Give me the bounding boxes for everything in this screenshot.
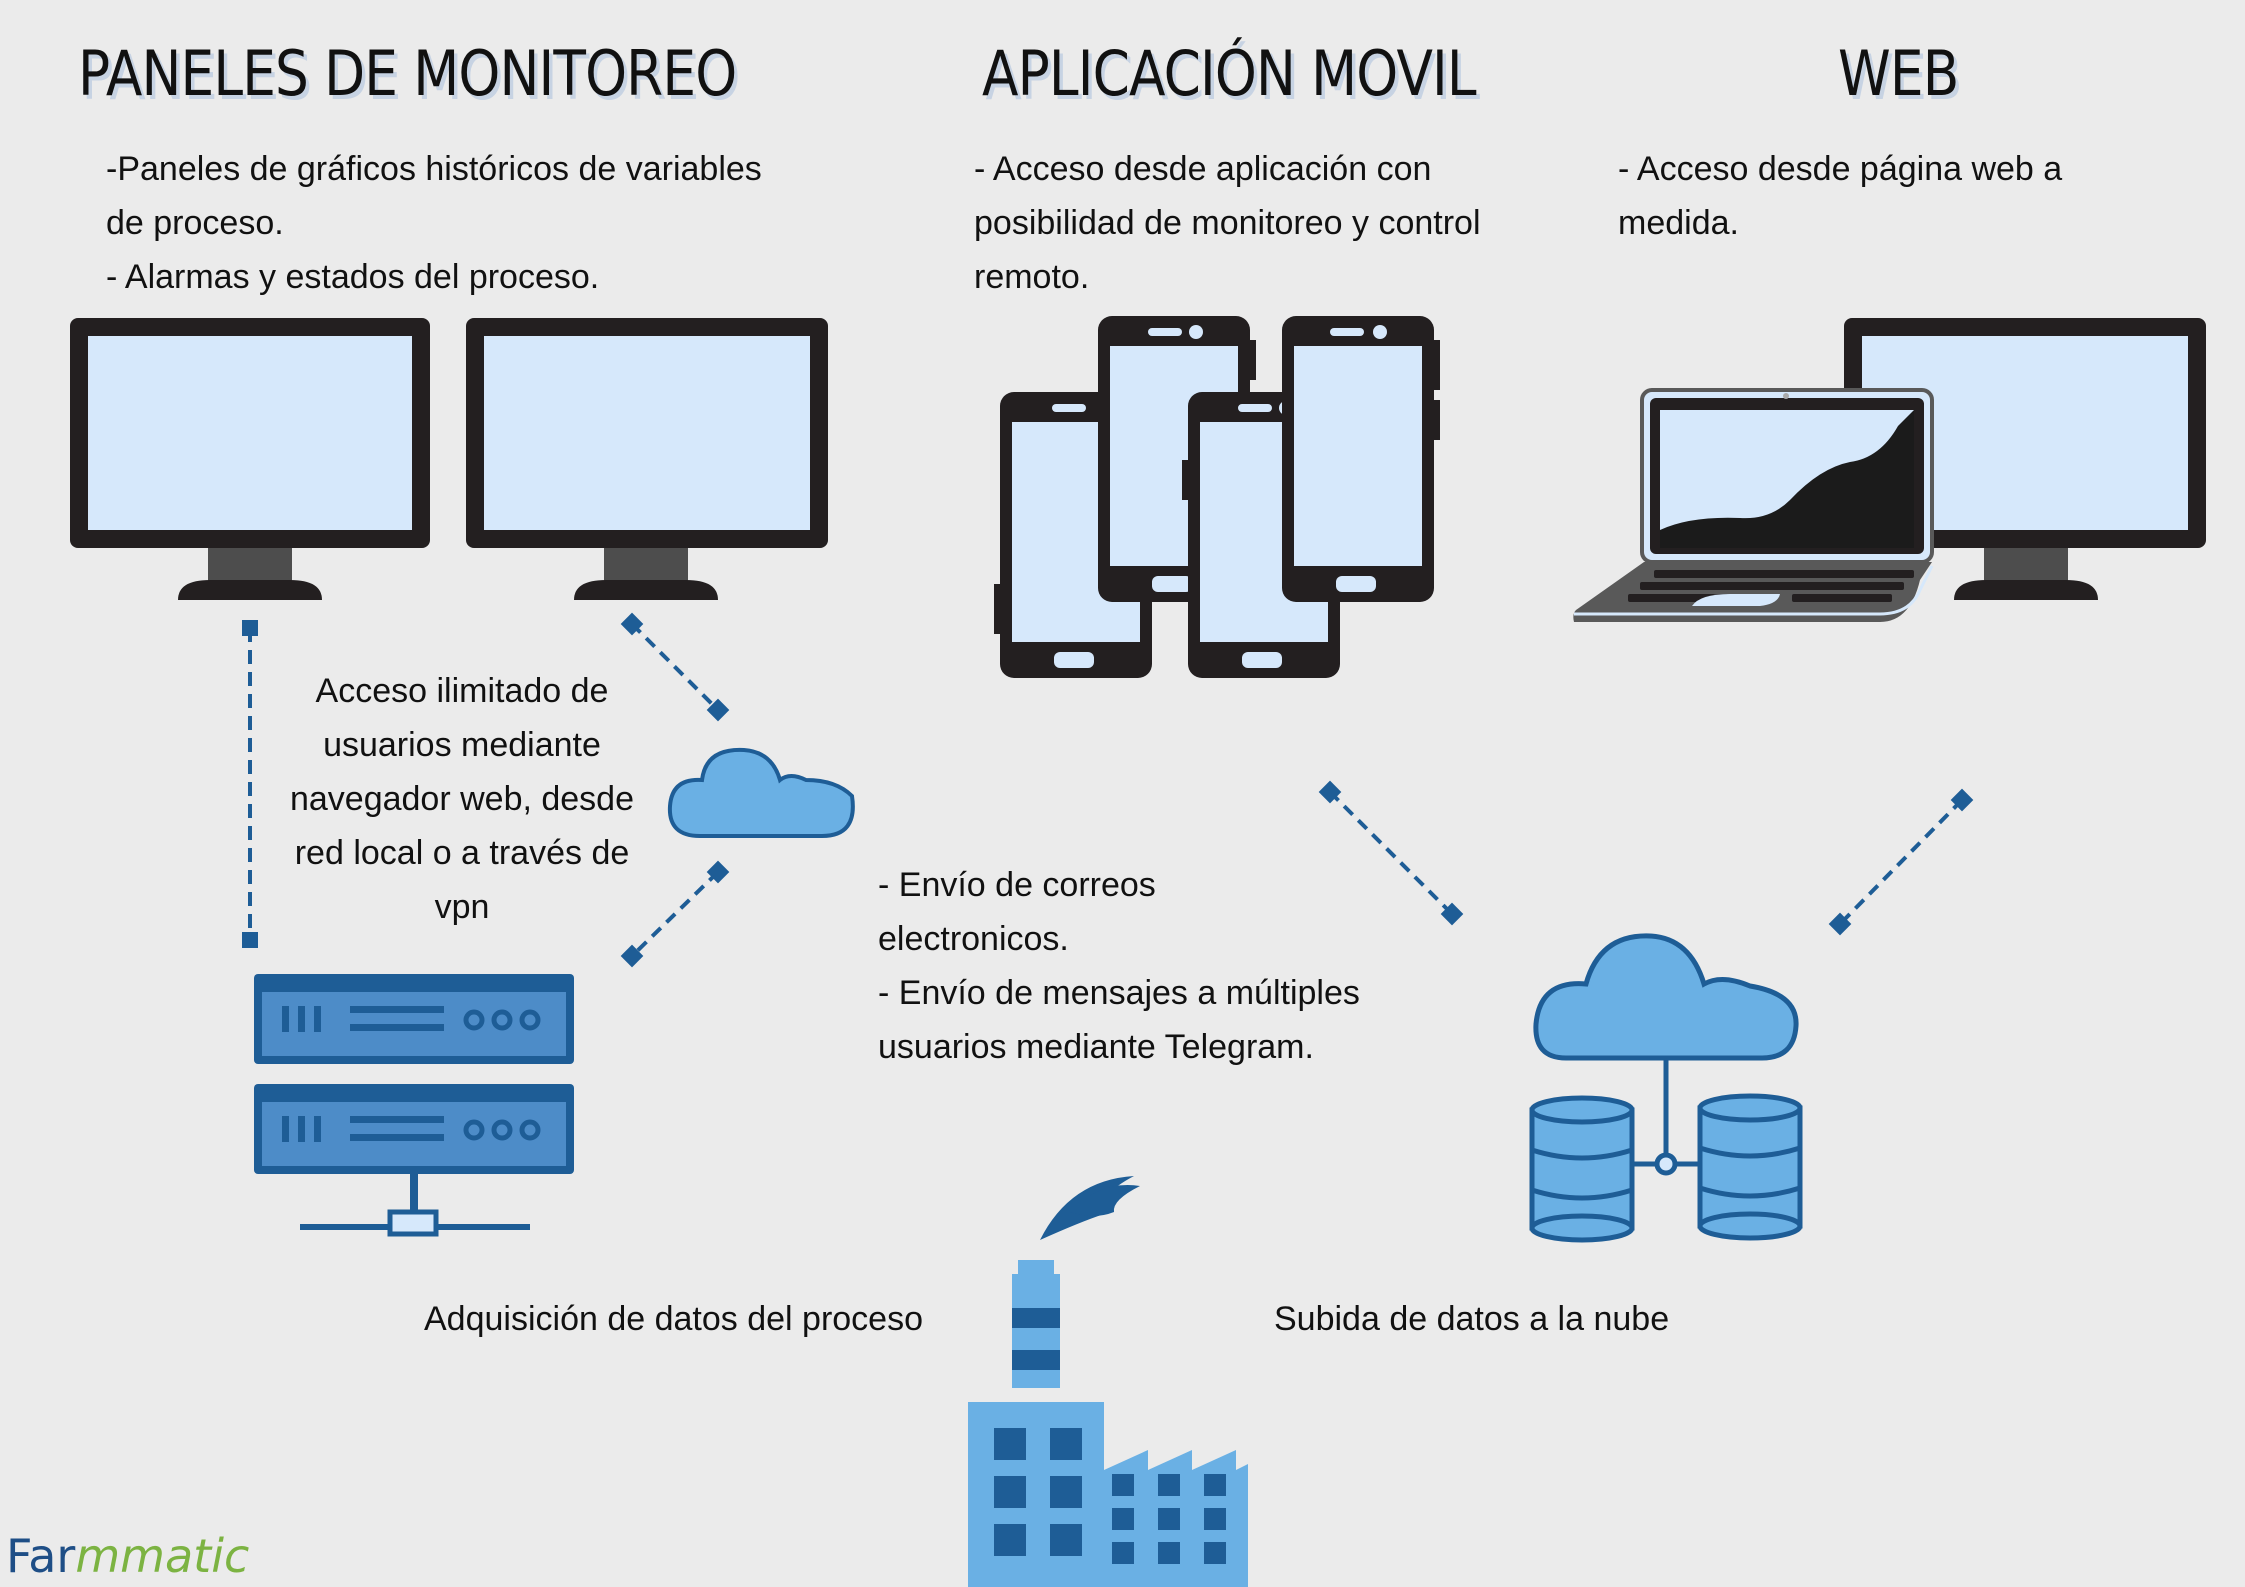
farmmatic-logo: Farmmatic [6, 1528, 249, 1584]
cloud-upload-label: Subida de datos a la nube [1274, 1300, 1670, 1338]
monitor-icon [70, 318, 430, 600]
web-description: - Acceso desde página web a medida. [1618, 150, 2063, 242]
logo-part-1: Far [6, 1529, 76, 1583]
cloud-icon [667, 747, 855, 838]
heading-web: WEB [1838, 37, 1959, 110]
database-icon [1529, 1095, 1635, 1243]
mobile-description: - Acceso desde aplicación con posibilida… [974, 150, 1481, 296]
panels-text-2: - Alarmas y estados del proceso. [106, 258, 600, 296]
panels-text-1: -Paneles de gráficos históricos de varia… [106, 150, 762, 242]
factory-icon [968, 1176, 1248, 1587]
notifications-text-1: - Envío de correos electronicos. [878, 866, 1156, 958]
laptop-icon [1573, 388, 1934, 622]
notifications-text-2: - Envío de mensajes a múltiples usuarios… [878, 974, 1360, 1066]
connector [1318, 780, 1464, 926]
cloud-database-icon [1533, 933, 1799, 1176]
heading-panels: PANELES DE MONITOREO [78, 37, 737, 110]
connector [620, 860, 730, 968]
notifications-description: - Envío de correos electronicos. - Envío… [878, 858, 1438, 1074]
database-icon [1697, 1093, 1803, 1241]
connector [242, 620, 258, 948]
connector [1828, 788, 1974, 936]
heading-mobile-app: APLICACIÓN MOVIL [982, 37, 1477, 110]
logo-part-2: mmatic [75, 1529, 250, 1583]
access-description: Acceso ilimitado de usuarios mediante na… [289, 672, 635, 926]
acquisition-label: Adquisición de datos del proceso [424, 1300, 923, 1338]
server-icon [254, 974, 574, 1237]
phone-icon [1282, 316, 1440, 602]
panels-description: -Paneles de gráficos históricos de varia… [106, 142, 806, 304]
connector [620, 612, 730, 722]
monitor-icon [466, 318, 828, 600]
